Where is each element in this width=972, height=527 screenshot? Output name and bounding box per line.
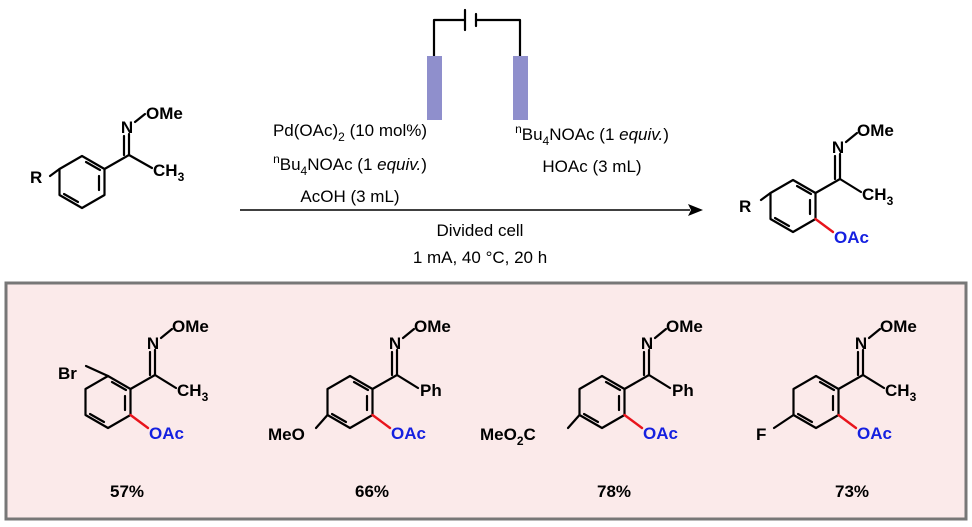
reaction-arrow — [240, 204, 703, 216]
svg-text:R: R — [30, 168, 42, 187]
reactant-structure: N OMe CH3 R — [30, 104, 185, 210]
example-1-yield: 57% — [110, 482, 144, 501]
svg-text:OMe: OMe — [172, 317, 209, 336]
svg-text:N: N — [121, 118, 133, 137]
svg-text:N: N — [389, 334, 401, 353]
current-temp-time-label: 1 mA, 40 °C, 20 h — [413, 248, 547, 267]
svg-text:OMe: OMe — [666, 317, 703, 336]
product-structure: N OMe CH3 OAc R — [739, 121, 894, 247]
svg-text:OMe: OMe — [880, 317, 917, 336]
svg-text:CH3: CH3 — [153, 161, 185, 184]
svg-text:Ph: Ph — [672, 381, 694, 400]
svg-text:OAc: OAc — [834, 228, 869, 247]
svg-text:R: R — [739, 197, 751, 216]
svg-text:CH3: CH3 — [177, 381, 209, 404]
svg-text:N: N — [147, 334, 159, 353]
svg-text:MeO2C: MeO2C — [480, 425, 536, 448]
example-3-yield: 78% — [597, 482, 631, 501]
svg-text:OAc: OAc — [643, 424, 678, 443]
cathode-condition-1: nBu4NOAc (1 equiv.) — [515, 122, 669, 148]
svg-text:OMe: OMe — [857, 121, 894, 140]
anode-condition-3: AcOH (3 mL) — [300, 187, 399, 206]
example-1-structure: N OMe CH3 OAc Br — [58, 317, 209, 443]
svg-text:N: N — [832, 138, 844, 157]
example-2-structure: N OMe Ph OAc MeO — [268, 317, 451, 444]
example-3-structure: N OMe Ph OAc MeO2C — [480, 317, 703, 448]
svg-text:OMe: OMe — [414, 317, 451, 336]
example-4-structure: N OMe CH3 OAc F — [756, 317, 917, 444]
svg-text:Br: Br — [58, 364, 77, 383]
svg-text:CH3: CH3 — [885, 381, 917, 404]
svg-text:N: N — [855, 334, 867, 353]
svg-text:CH3: CH3 — [862, 185, 894, 208]
anode-condition-2: nBu4NOAc (1 equiv.) — [273, 152, 427, 178]
svg-text:N: N — [641, 334, 653, 353]
cathode-electrode — [513, 56, 528, 120]
example-2-yield: 66% — [355, 482, 389, 501]
svg-text:OMe: OMe — [146, 104, 183, 123]
svg-text:OAc: OAc — [391, 424, 426, 443]
svg-text:OAc: OAc — [857, 424, 892, 443]
cell-type-label: Divided cell — [437, 221, 524, 240]
cathode-condition-2: HOAc (3 mL) — [542, 157, 641, 176]
electrochemical-cell-icon — [427, 8, 528, 120]
anode-condition-1: Pd(OAc)2 (10 mol%) — [273, 121, 427, 144]
anode-electrode — [427, 56, 442, 120]
svg-text:Ph: Ph — [420, 381, 442, 400]
svg-text:MeO: MeO — [268, 425, 305, 444]
scope-box — [4, 281, 968, 521]
example-4-yield: 73% — [835, 482, 869, 501]
svg-text:F: F — [756, 425, 766, 444]
svg-text:OAc: OAc — [149, 424, 184, 443]
